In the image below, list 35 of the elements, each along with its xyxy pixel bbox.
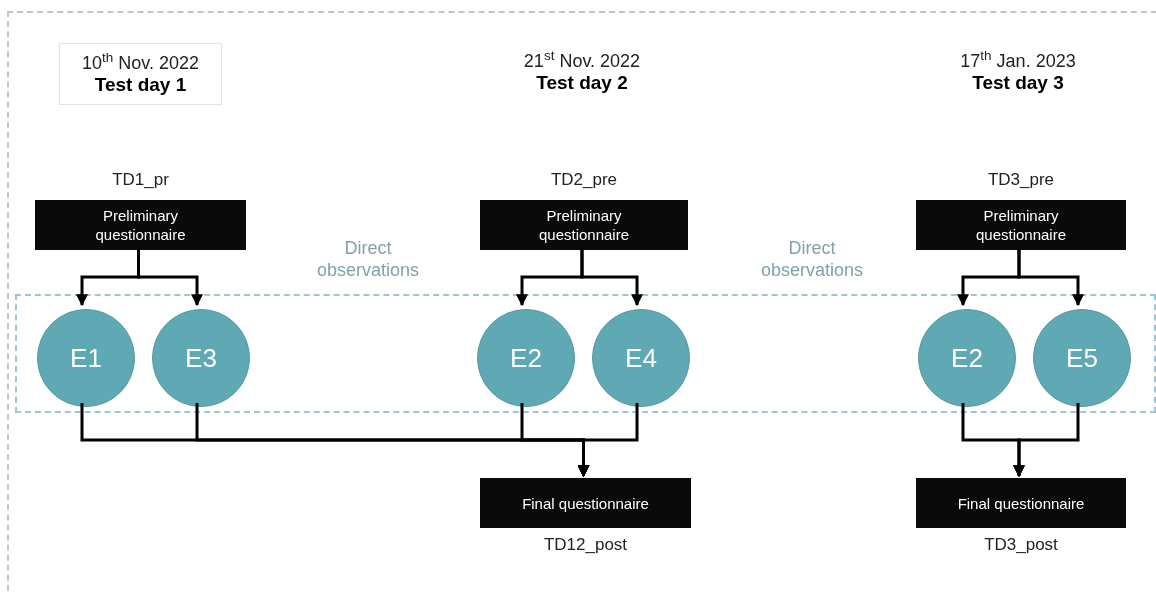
questionnaire-box (916, 200, 1126, 250)
connector-arrow (1017, 248, 1084, 307)
box-label: Preliminary questionnaire (974, 206, 1068, 244)
questionnaire-box (480, 200, 688, 250)
connector-arrow (1013, 403, 1080, 478)
code-label: TD2_pre (549, 170, 619, 190)
code-label: TD12_post (542, 535, 629, 555)
date-box (59, 43, 222, 105)
questionnaire-box (35, 200, 246, 250)
date-text: 10$^{th}$ Nov. 2022 (82, 52, 199, 74)
code-label: TD3_post (983, 535, 1059, 555)
circle-label: E2 (510, 341, 542, 375)
questionnaire-box (480, 478, 691, 528)
box-label: Preliminary questionnaire (94, 206, 187, 244)
box-label: Preliminary questionnaire (537, 206, 631, 244)
dashed-frame (7, 11, 1156, 593)
box-label: Final questionnaire (957, 493, 1085, 513)
circle-label: E4 (625, 341, 657, 375)
test-day-title: Test day 3 (972, 72, 1064, 94)
test-day-title: Test day 1 (94, 74, 187, 96)
connector-arrow (580, 248, 643, 307)
code-label: TD3_pre (986, 170, 1056, 190)
code-label: TD1_pr (111, 170, 170, 190)
observations-label: Direct observations (759, 237, 865, 281)
circle-label: E2 (951, 341, 983, 375)
observations-label: Direct observations (315, 237, 421, 281)
circle-label: E3 (185, 341, 217, 375)
date-text: 17$^{th}$ Jan. 2023 (960, 50, 1076, 72)
box-label: Final questionnaire (522, 493, 649, 513)
circle-label: E5 (1066, 341, 1098, 375)
questionnaire-box (916, 478, 1126, 528)
dashed-band (15, 294, 1156, 413)
date-text: 21$^{st}$ Nov. 2022 (523, 50, 641, 72)
circle-label: E1 (70, 341, 102, 375)
test-day-title: Test day 2 (536, 72, 628, 94)
